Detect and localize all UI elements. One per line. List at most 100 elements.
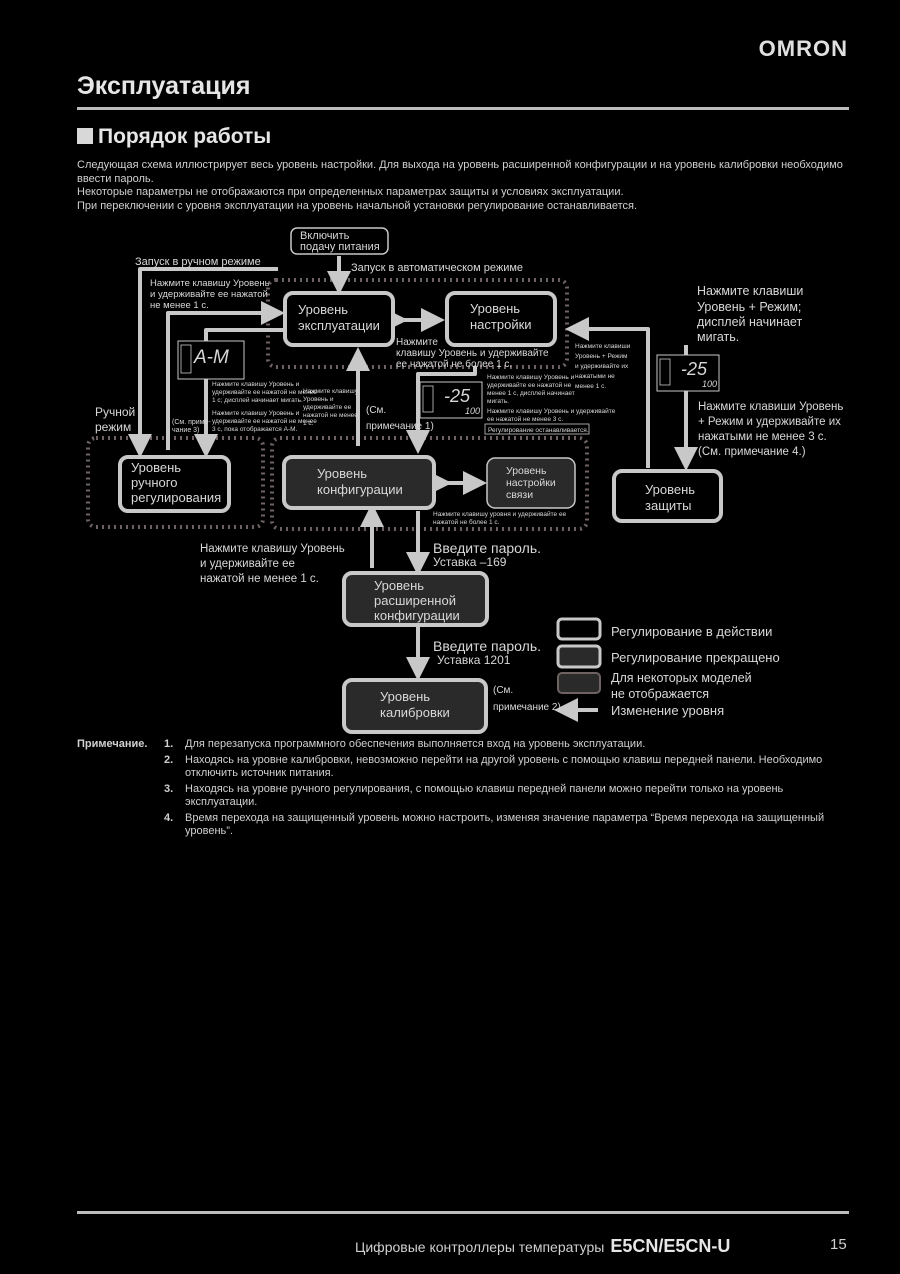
- display-100-readout: 100: [702, 379, 717, 389]
- password-169: Уставка –169: [433, 555, 507, 569]
- note-text: Находясь на уровне ручного регулирования…: [185, 782, 784, 809]
- note-number: 4.: [164, 811, 174, 824]
- protect-level-box: [612, 469, 723, 523]
- hold-1s-manual-note: не менее 1 с.: [150, 300, 209, 311]
- footer-product-line: Цифровые контроллеры температуры: [355, 1239, 605, 1255]
- small-note-b: удерживайте ее нажатой не менее: [212, 417, 317, 425]
- small-note-a: удерживайте ее нажатой не менее: [212, 388, 317, 396]
- page-title: Эксплуатация: [77, 72, 251, 100]
- note-text: Для перезапуска программного обеспечения…: [185, 738, 646, 750]
- legend-stopped-swatch: [556, 644, 602, 669]
- note-item: Примечание. 1. Для перезапуска программн…: [77, 738, 857, 752]
- footer-model: E5CN/E5CN-U: [610, 1236, 731, 1256]
- display-icon-25-center: -25 100: [419, 381, 483, 419]
- small-note-g: Нажмите клавишу уровня и удерживайте ее: [433, 510, 567, 518]
- small-note-c: нажатой не менее: [303, 411, 358, 419]
- manual-level-box: [118, 455, 231, 513]
- legend-hidden-label: не отображается: [611, 687, 709, 701]
- arrows: [128, 256, 698, 722]
- note-item: 3. Находясь на уровне ручного регулирова…: [77, 783, 857, 810]
- title-divider: [77, 107, 849, 110]
- manual-level-label: Уровень: [131, 460, 181, 475]
- see-note-2: (См.: [493, 685, 513, 696]
- small-note-f: нажатыми не: [575, 373, 615, 380]
- small-note-d: менее 1 с, дисплей начинает: [487, 389, 575, 397]
- small-note-e: Нажмите клавишу Уровень и удерживайте: [487, 407, 616, 415]
- level-mode-note: Нажмите клавиши: [697, 284, 803, 298]
- op-adj-note: Нажмите: [396, 337, 438, 348]
- stopped-label: Регулирование останавливается.: [488, 427, 589, 434]
- see-note-3: чание 3): [172, 427, 199, 434]
- small-note-d: удерживайте ее нажатой не: [487, 381, 572, 389]
- level-boxes: [118, 227, 723, 734]
- level-mode-3s-note: + Режим и удерживайте их: [698, 416, 841, 428]
- legend-stopped-label: Регулирование прекращено: [611, 650, 780, 665]
- arrow-manual-to-operation: [166, 301, 285, 450]
- section-heading: Порядок работы: [77, 125, 271, 149]
- level-mode-3s-note: (См. примечание 4.): [698, 446, 806, 458]
- notes-label: Примечание.: [77, 738, 148, 750]
- see-note-1: (См.: [366, 405, 386, 416]
- note-text: Находясь на уровне калибровки, невозможн…: [185, 753, 823, 780]
- power-on-label: Включить: [300, 230, 350, 242]
- comm-level-label: Уровень: [506, 465, 547, 477]
- adjustment-level-label: настройки: [470, 317, 532, 332]
- small-note-c: Уровень и: [303, 396, 334, 403]
- intro-line: При переключении с уровня эксплуатации н…: [77, 199, 638, 212]
- calibration-level-label: Уровень: [380, 689, 430, 704]
- adjustment-level-label: Уровень: [470, 301, 520, 316]
- comm-level-label: настройки: [506, 477, 556, 489]
- small-note-c: 1 с.: [303, 420, 314, 427]
- intro-line: Следующая схема иллюстрирует весь уровен…: [77, 159, 843, 185]
- power-on-box: [290, 227, 389, 255]
- small-note-b: Нажмите клавишу Уровень и: [212, 410, 300, 417]
- small-note-f: Уровень + Режим: [575, 353, 628, 360]
- note-number: 1.: [164, 738, 174, 750]
- calibration-level-label: калибровки: [380, 705, 450, 720]
- display-icon-25-right: -25 100: [656, 354, 720, 392]
- password-1201: Уставка 1201: [437, 653, 511, 667]
- manual-level-label: регулирования: [131, 490, 221, 505]
- operation-level-box: [283, 291, 395, 347]
- hold-1s-manual-note: и удерживайте ее нажатой: [150, 289, 268, 300]
- manual-level-label: ручного: [131, 475, 177, 490]
- note-number: 3.: [164, 782, 174, 795]
- small-note-g: нажатой не более 1 с.: [433, 518, 500, 526]
- hold-1s-adv-note: и удерживайте ее: [200, 558, 295, 570]
- arrow-operation-to-config: [406, 366, 477, 454]
- display-25-readout: -25: [444, 386, 471, 406]
- small-note-f: и удерживайте их: [575, 362, 629, 370]
- advanced-level-label: Уровень: [374, 578, 424, 593]
- hold-1s-adv-note: Нажмите клавишу Уровень: [200, 543, 345, 555]
- legend-hidden-swatch: [557, 672, 601, 694]
- display-25-readout: -25: [681, 359, 708, 379]
- small-note-e: ее нажатой не менее 3 с.: [487, 415, 563, 423]
- intro-text: Следующая схема иллюстрирует весь уровен…: [77, 159, 857, 213]
- legend-hidden-label: Для некоторых моделей: [611, 671, 752, 685]
- small-note-d: мигать.: [487, 398, 509, 405]
- square-bullet-icon: [77, 128, 93, 144]
- notes-section: Примечание. 1. Для перезапуска программн…: [77, 738, 857, 841]
- small-note-b: 3 с, пока отображается A-M.: [212, 425, 298, 433]
- small-note-a: 1 с; дисплей начинает мигать.: [212, 396, 303, 404]
- small-note-d: Нажмите клавишу Уровень и: [487, 374, 575, 381]
- legend-running-label: Регулирование в действии: [611, 624, 772, 639]
- note-text: Время перехода на защищенный уровень мож…: [185, 811, 825, 838]
- see-note-3: (См. приме-: [172, 419, 211, 426]
- start-manual-label: Запуск в ручном режиме: [135, 256, 261, 268]
- display-100-readout: 100: [465, 406, 480, 416]
- footer: Цифровые контроллеры температуры E5CN/E5C…: [355, 1236, 730, 1257]
- note-number: 2.: [164, 753, 174, 766]
- legend-running-swatch: [556, 617, 602, 641]
- section-title: Порядок работы: [98, 125, 272, 148]
- protect-level-label: Уровень: [645, 482, 695, 497]
- page-number: 15: [830, 1236, 847, 1253]
- advanced-level-label: расширенной: [374, 593, 456, 608]
- level-mode-note: мигать.: [697, 330, 739, 344]
- manual-mode-label: Ручной: [95, 405, 135, 419]
- op-adj-note: клавишу Уровень и удерживайте: [396, 348, 549, 359]
- hold-1s-adv-note: нажатой не менее 1 с.: [200, 573, 319, 585]
- advanced-level-box: [342, 571, 489, 627]
- see-note-2: примечание 2): [493, 702, 561, 713]
